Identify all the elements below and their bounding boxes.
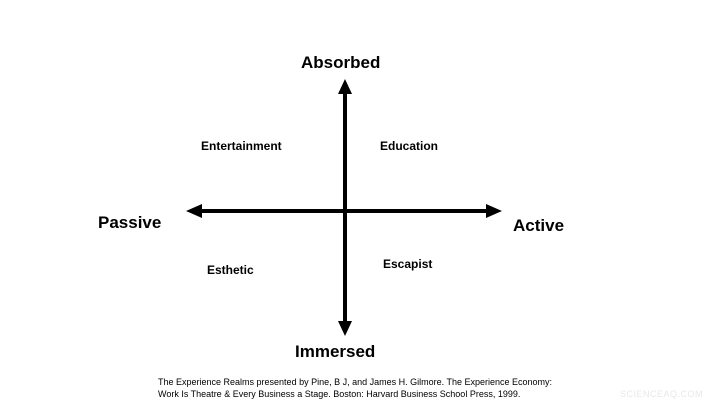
quadrant-entertainment: Entertainment — [201, 139, 282, 153]
axis-label-passive: Passive — [98, 213, 162, 232]
vertical-axis-arrowhead-down — [338, 321, 352, 336]
horizontal-axis-arrowhead-left — [186, 204, 202, 218]
horizontal-axis — [186, 204, 502, 218]
citation-caption: The Experience Realms presented by Pine,… — [158, 376, 588, 400]
axis-label-immersed: Immersed — [295, 342, 376, 361]
caption-line-2: Work Is Theatre & Every Business a Stage… — [158, 389, 521, 399]
axis-label-active: Active — [513, 216, 565, 235]
quadrant-education: Education — [380, 139, 439, 153]
vertical-axis-arrowhead-up — [338, 79, 352, 94]
quadrant-escapist: Escapist — [383, 257, 433, 271]
horizontal-axis-arrowhead-right — [486, 204, 502, 218]
caption-line-1: The Experience Realms presented by Pine,… — [158, 377, 553, 387]
vertical-axis — [338, 79, 352, 336]
axis-label-absorbed: Absorbed — [301, 53, 381, 72]
quadrant-esthetic: Esthetic — [207, 263, 254, 277]
watermark: SCIENCEAQ.COM — [620, 389, 704, 399]
